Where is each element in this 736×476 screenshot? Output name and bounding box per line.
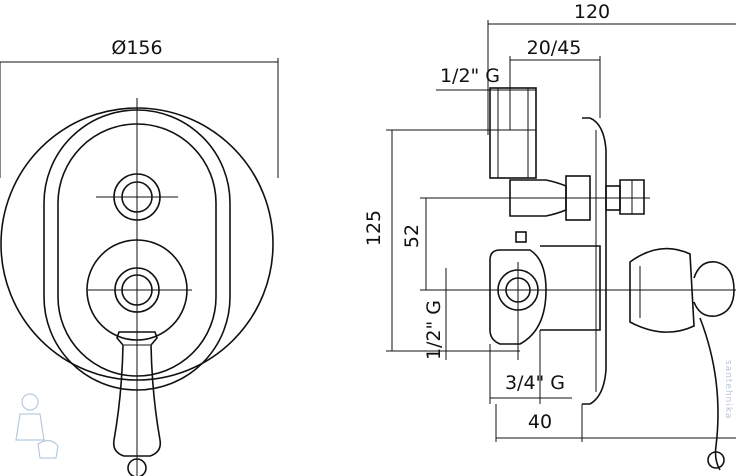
diverter-knob-side — [619, 179, 645, 215]
lower-valve-body — [489, 249, 547, 345]
mixer-hub-mid — [114, 267, 160, 313]
small-plug — [515, 231, 527, 243]
lever-side-profile — [699, 317, 721, 471]
mixer-hub-outer — [86, 239, 188, 341]
front-view: Ø156 — [0, 37, 279, 476]
depth-total-label: 120 — [574, 1, 610, 23]
watermark-text: santehnika — [723, 360, 733, 419]
diameter-label: Ø156 — [111, 37, 162, 59]
lever-tip — [127, 458, 147, 476]
lever-side-tip — [707, 451, 725, 469]
axis-distance-label: 52 — [401, 224, 423, 248]
mounting-plate-edges — [582, 117, 590, 405]
side-view: 120 20/45 1/2" G 125 52 1/2" G — [363, 1, 736, 471]
diverter-knob-inner — [121, 181, 153, 213]
watermark-logo — [15, 393, 59, 459]
lever-hub-side — [629, 247, 695, 333]
upper-valve-nut — [565, 175, 591, 221]
diverter-knob-outer — [113, 173, 161, 221]
depth-range-label: 20/45 — [527, 37, 582, 59]
height-total-label: 125 — [363, 210, 385, 246]
cartridge-housing — [540, 245, 601, 331]
lever-ball — [693, 261, 735, 318]
top-inlet-block — [489, 87, 537, 179]
bottom-width-label: 40 — [528, 411, 552, 433]
mixer-hub-inner — [121, 274, 153, 306]
outlet-label: 3/4" G — [505, 372, 565, 394]
inlet-left-label: 1/2" G — [423, 300, 445, 360]
inlet-top-label: 1/2" G — [440, 65, 500, 87]
mounting-plate-front — [589, 117, 607, 405]
lever-handle — [112, 331, 162, 457]
